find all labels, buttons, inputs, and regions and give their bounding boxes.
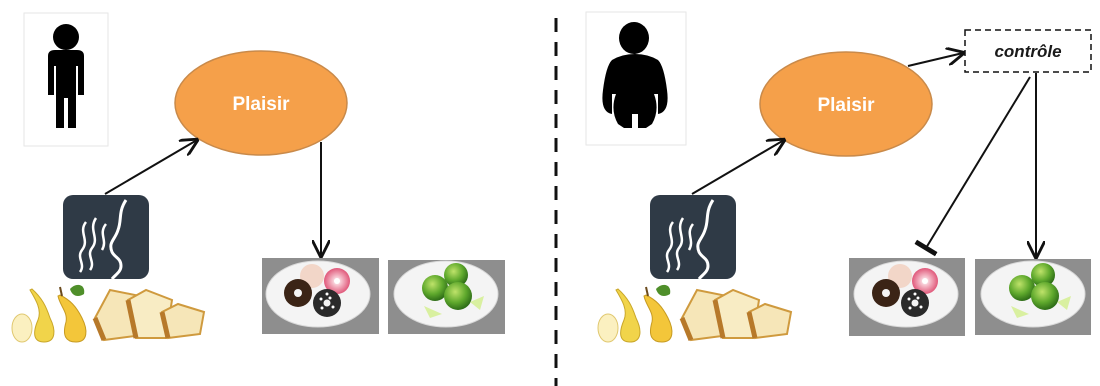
- pear-icon-right: [598, 285, 672, 342]
- smell-icon-right: [650, 195, 736, 279]
- control-label: contrôle: [994, 42, 1061, 61]
- cake-icon-right: [682, 290, 791, 340]
- apples-plate-image-right: [975, 259, 1091, 335]
- pleasure-label: Plaisir: [232, 94, 290, 115]
- apples-plate-image: [388, 260, 505, 334]
- donuts-plate-image: [262, 258, 379, 334]
- thin-person-icon: [24, 13, 108, 146]
- arrow-pleasure-to-control: [908, 53, 963, 66]
- smell-icon: [63, 195, 149, 279]
- cake-icon: [95, 290, 204, 340]
- obese-person-icon: [586, 12, 686, 145]
- inhibit-control-to-donuts: [926, 77, 1030, 248]
- pleasure-label-right: Plaisir: [817, 95, 875, 116]
- arrow-smell-to-pleasure-right: [692, 140, 784, 194]
- arrow-smell-to-pleasure: [105, 140, 197, 194]
- pear-icon: [12, 285, 86, 342]
- donuts-plate-image-right: [849, 258, 965, 336]
